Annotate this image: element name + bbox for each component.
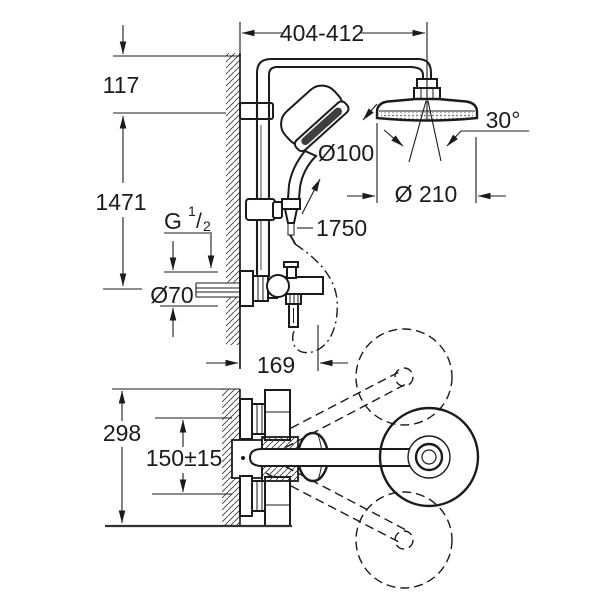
wall-section — [226, 53, 241, 369]
head-shower-plan — [378, 406, 480, 508]
dimensions: 404-412 117 1471 G 1 / 2 — [95, 20, 529, 524]
label-body-height: 298 — [103, 420, 141, 446]
plan-view — [105, 328, 480, 589]
swivel-position-lower — [265, 459, 453, 589]
hand-shower — [280, 84, 350, 236]
dimension-body-height: 298 — [103, 388, 240, 524]
spray-angle-lines — [408, 100, 442, 163]
valve-side — [239, 261, 324, 328]
dimension-thread: G 1 / 2 — [164, 203, 215, 269]
label-hose-length: 1750 — [316, 215, 367, 241]
hand-shower-handle — [286, 149, 318, 200]
thermostat-knob — [266, 274, 290, 298]
label-projection: 169 — [257, 352, 295, 378]
label-head-dia: Ø 210 — [395, 181, 458, 207]
arm-tube-plan — [248, 448, 417, 467]
dimension-hose-length: 1750 — [297, 215, 367, 241]
label-thread: G 1 / 2 — [164, 203, 211, 234]
dimension-escutcheon: Ø70 — [150, 241, 218, 337]
dimension-projection: 169 — [206, 325, 348, 378]
riser-rail — [255, 103, 271, 277]
label-rail-height: 1471 — [95, 189, 146, 215]
dimension-hand-shower-dia: Ø100 — [301, 103, 378, 215]
label-inlet-spacing: 150±15 — [146, 445, 223, 471]
shower-arm — [256, 58, 432, 110]
label-top-width: 404-412 — [280, 20, 364, 46]
dimension-swivel-angle: 30° — [383, 107, 529, 147]
label-swivel-angle: 30° — [486, 107, 521, 133]
shower-hose — [289, 234, 338, 354]
dimension-inlet-spacing: 150±15 — [146, 417, 232, 495]
dimension-head-offset: 117 — [103, 25, 240, 114]
dimension-rail-height: 1471 — [95, 115, 147, 290]
label-head-offset: 117 — [103, 72, 140, 98]
side-view — [195, 53, 479, 369]
hand-shower-holder — [245, 198, 283, 221]
label-hand-shower-dia: Ø100 — [318, 140, 374, 166]
label-escutcheon: Ø70 — [150, 282, 193, 308]
swivel-position-upper — [265, 328, 453, 455]
dimension-top-width: 404-412 — [239, 20, 428, 120]
dimension-head-dia: Ø 210 — [347, 123, 506, 207]
